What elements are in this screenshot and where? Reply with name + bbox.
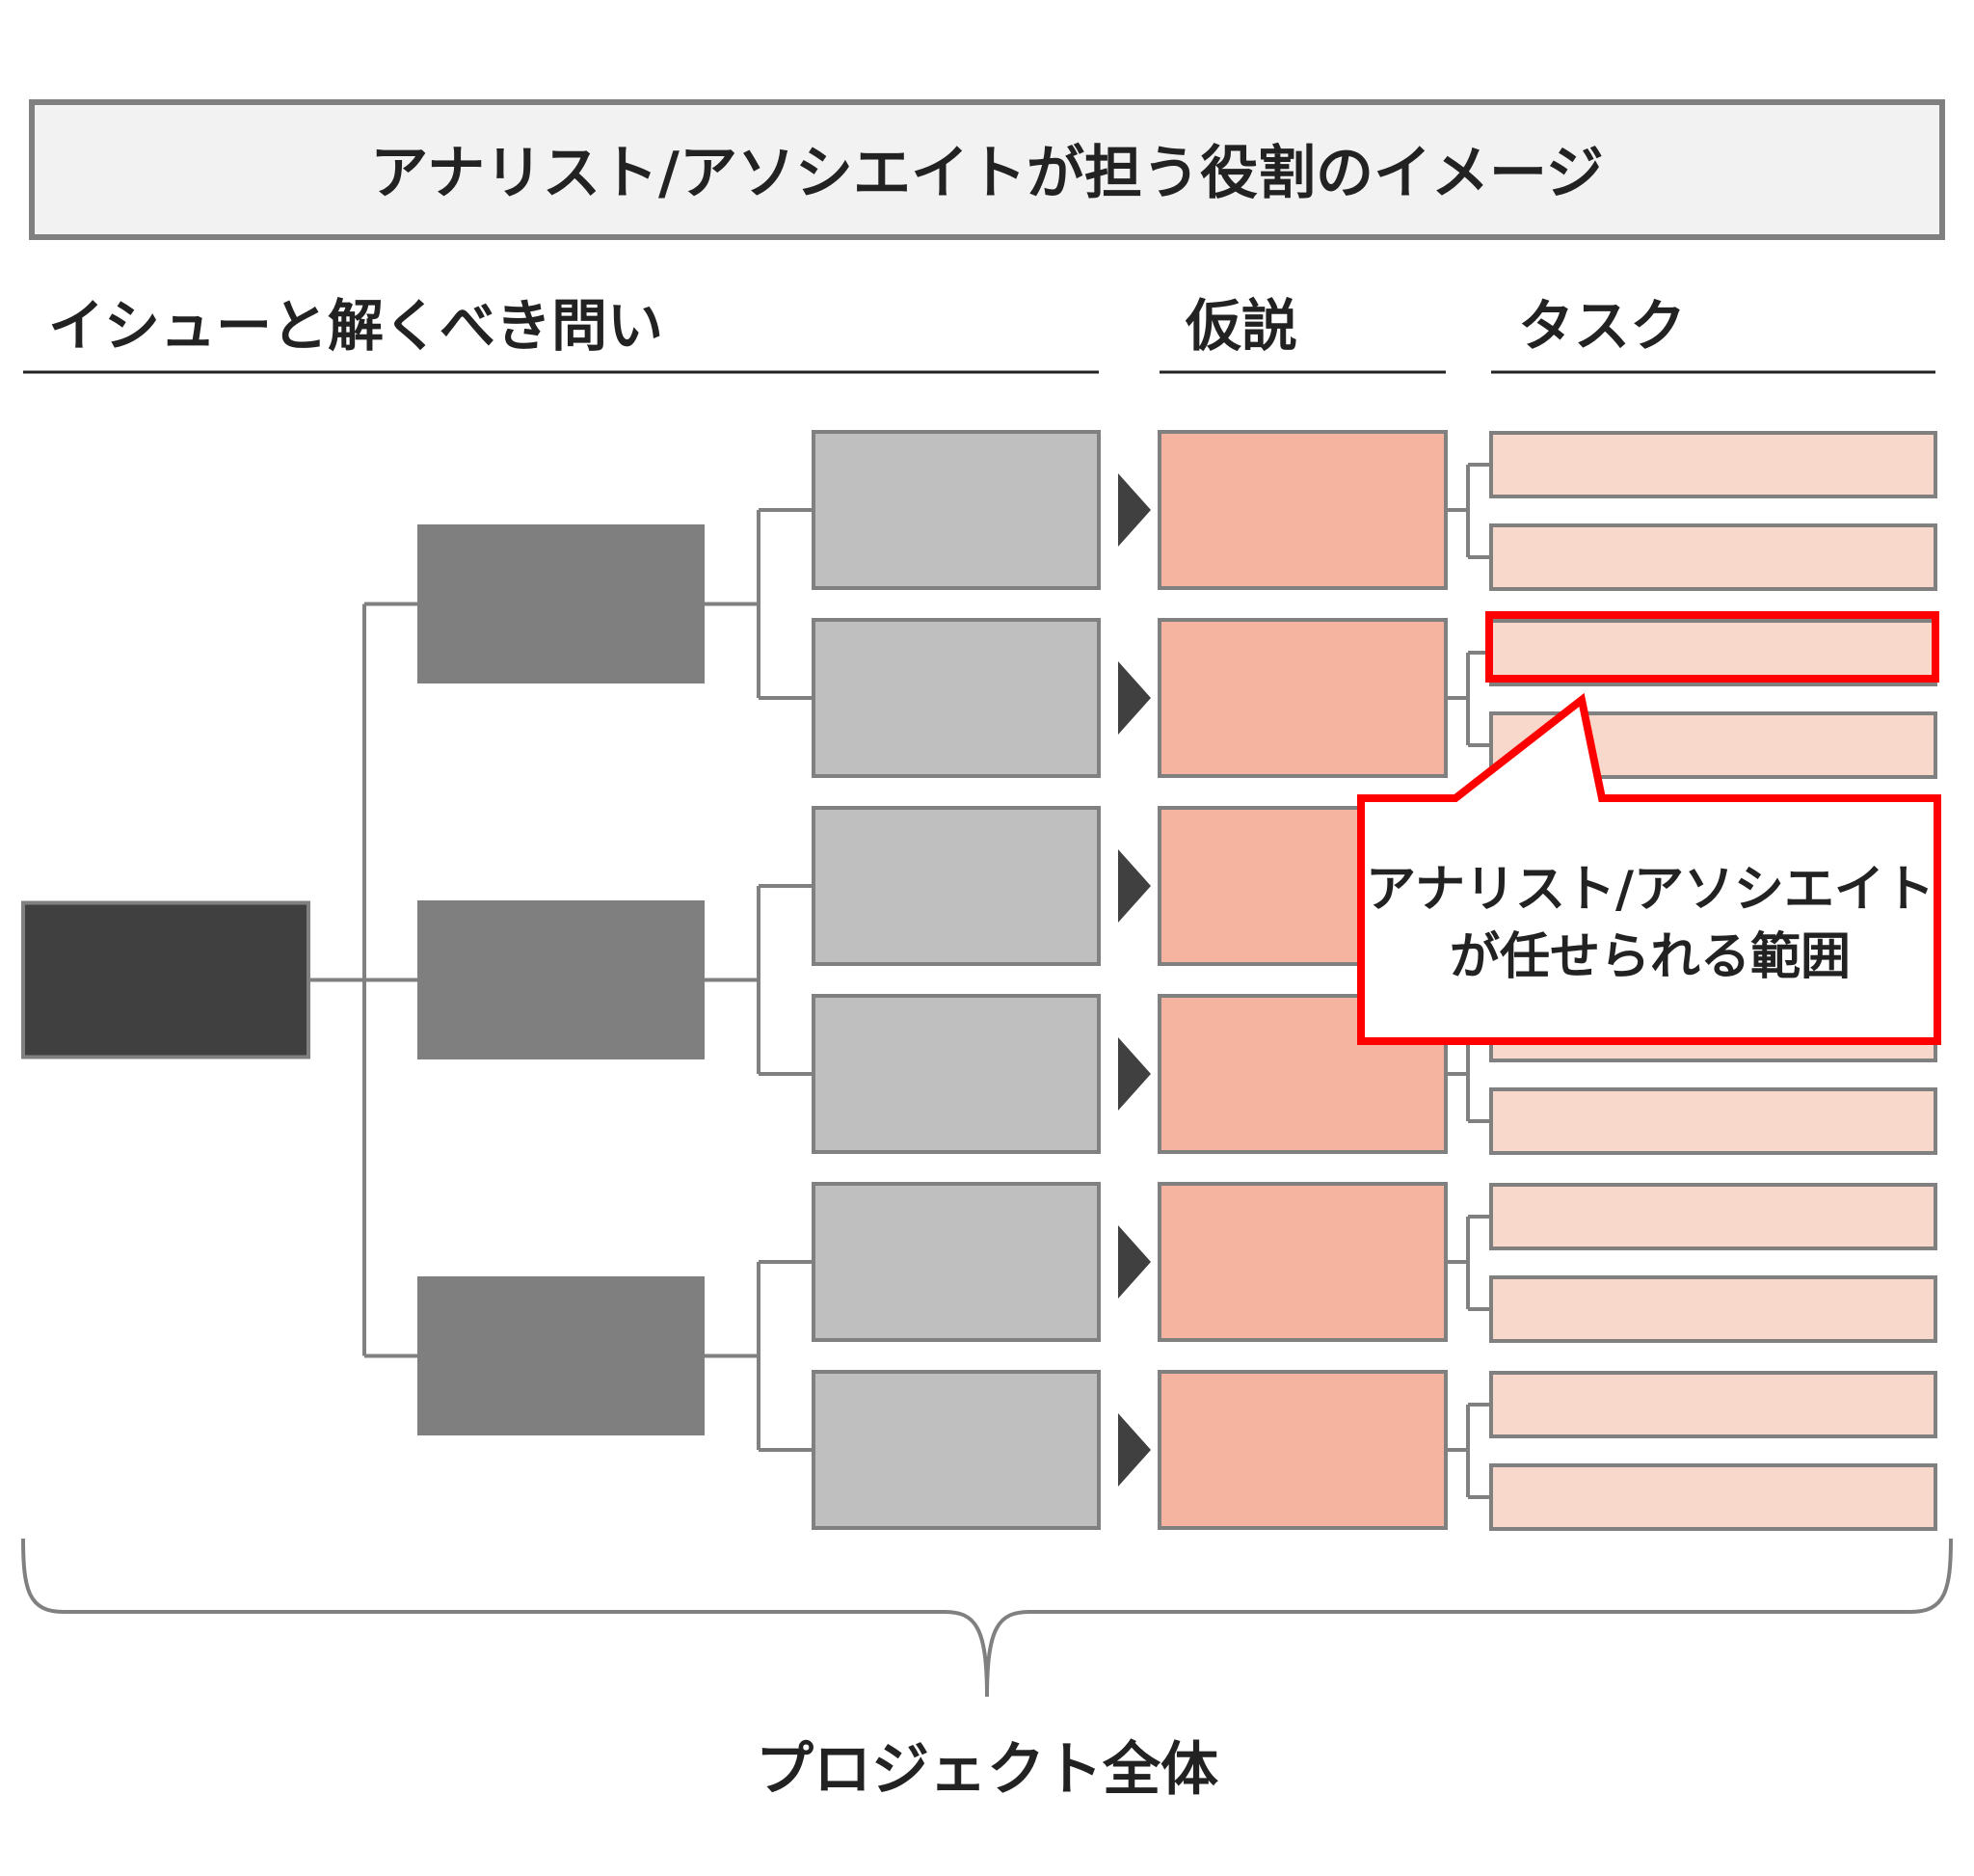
task-box (1489, 1463, 1937, 1531)
root-issue-box (21, 900, 310, 1059)
project-brace: プロジェクト全体 (21, 1538, 1953, 1804)
sub-issue-box (417, 900, 705, 1059)
hypothesis-box (1158, 1182, 1448, 1342)
task-box (1489, 619, 1937, 686)
question-box (812, 806, 1101, 966)
page-title: アナリスト/アソシエイトが担う役割のイメージ (370, 140, 1604, 207)
title-bar: アナリスト/アソシエイトが担う役割のイメージ (29, 99, 1945, 240)
arrow-right-icon (1118, 1413, 1151, 1487)
hypothesis-box (1158, 430, 1448, 590)
task-box (1489, 1087, 1937, 1155)
header-issue: イシューと解くべき問い (48, 293, 663, 359)
arrow-right-icon (1118, 1037, 1151, 1111)
sub-issue-box (417, 524, 705, 683)
question-box (812, 994, 1101, 1154)
question-box (812, 430, 1101, 590)
highlighted-task-frame (1485, 611, 1939, 683)
hypothesis-box (1158, 618, 1448, 778)
issue-tree (21, 430, 1937, 1531)
arrow-right-icon (1118, 1225, 1151, 1299)
column-headers: イシューと解くべき問い 仮説 タスク (23, 293, 1935, 374)
task-box (1489, 431, 1937, 498)
hypothesis-box (1158, 1370, 1448, 1530)
question-box (812, 1370, 1101, 1530)
header-hypothesis: 仮説 (1185, 293, 1297, 359)
arrow-right-icon (1118, 473, 1151, 547)
footer-label: プロジェクト全体 (756, 1736, 1218, 1804)
title-box (29, 99, 1945, 240)
arrow-right-icon (1118, 661, 1151, 735)
question-box (812, 1182, 1101, 1342)
sub-issue-box (417, 1276, 705, 1435)
callout-line-1: アナリスト/アソシエイト (1366, 861, 1934, 919)
callout-group: アナリスト/アソシエイト が任せられる範囲 (1357, 611, 1941, 1045)
task-box (1489, 1275, 1937, 1343)
task-box (1489, 1371, 1937, 1438)
arrow-right-icon (1118, 849, 1151, 923)
task-box (1489, 523, 1937, 591)
header-task: タスク (1518, 293, 1686, 359)
callout-bubble (1357, 692, 1941, 1045)
callout-line-2: が任せられる範囲 (1450, 928, 1851, 986)
question-box (812, 618, 1101, 778)
brace-path (21, 1538, 1953, 1698)
task-box (1489, 1183, 1937, 1250)
